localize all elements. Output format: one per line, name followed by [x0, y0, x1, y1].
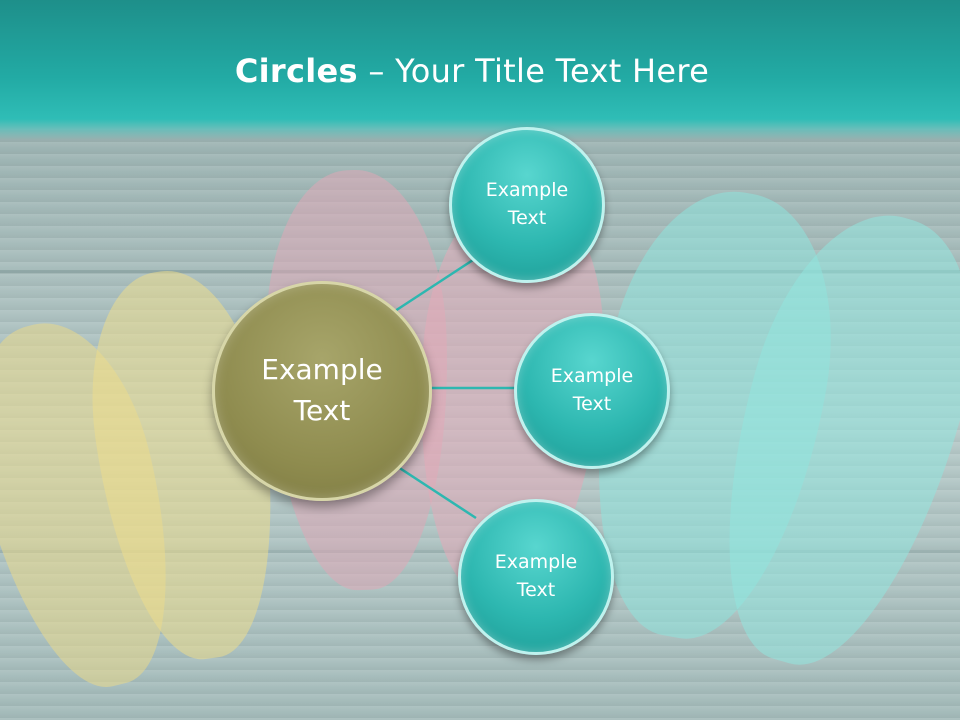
- connector-top: [394, 256, 477, 313]
- satellite-label: Example Text: [494, 551, 578, 601]
- satellite-circle-bottom[interactable]: Example Text: [458, 499, 614, 655]
- satellite-label: Example Text: [550, 365, 634, 415]
- title-rest: – Your Title Text Here: [357, 52, 710, 90]
- satellite-circle-middle[interactable]: Example Text: [514, 313, 670, 469]
- connector-bottom: [394, 463, 477, 520]
- page-title: Circles – Your Title Text Here: [0, 52, 944, 90]
- center-circle[interactable]: Example Text: [212, 281, 432, 501]
- title-bold: Circles: [234, 52, 358, 90]
- title-band: [0, 0, 960, 140]
- satellite-circle-top[interactable]: Example Text: [449, 127, 605, 283]
- center-circle-label: Example Text: [261, 353, 383, 427]
- satellite-label: Example Text: [485, 179, 569, 229]
